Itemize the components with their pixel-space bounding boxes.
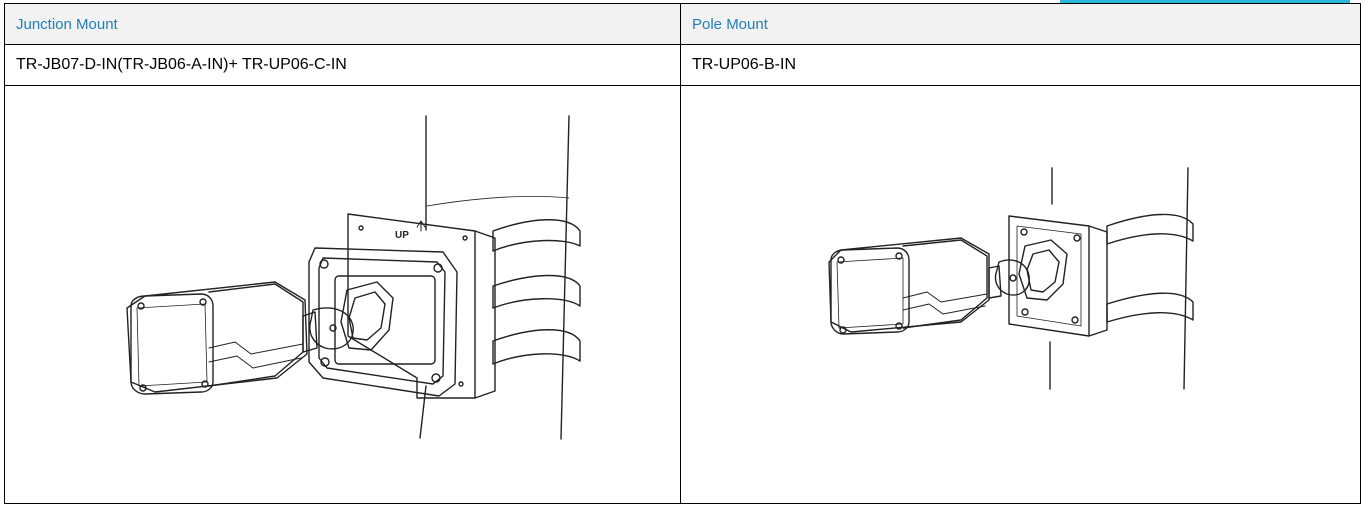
model-junction-mount: TR-JB07-D-IN(TR-JB06-A-IN)+ TR-UP06-C-IN <box>16 56 347 73</box>
model-cell-junction: TR-JB07-D-IN(TR-JB06-A-IN)+ TR-UP06-C-IN <box>4 44 681 86</box>
model-cell-pole: TR-UP06-B-IN <box>680 44 1361 86</box>
header-cell-pole: Pole Mount <box>680 3 1361 45</box>
mount-table: Junction Mount Pole Mount TR-JB07-D-IN(T… <box>4 3 1361 504</box>
up-label: UP <box>395 230 409 241</box>
junction-mount-illustration: UP <box>126 115 581 440</box>
header-row: Junction Mount Pole Mount <box>4 3 1361 45</box>
pole-mount-illustration <box>828 167 1194 390</box>
header-cell-junction: Junction Mount <box>4 3 681 45</box>
illustration-cell-pole <box>680 85 1361 504</box>
illustration-row: UP <box>4 85 1361 504</box>
header-junction-mount: Junction Mount <box>16 15 118 33</box>
header-pole-mount: Pole Mount <box>692 15 768 33</box>
illustration-cell-junction: UP <box>4 85 681 504</box>
top-accent-bar <box>1060 0 1350 3</box>
model-row: TR-JB07-D-IN(TR-JB06-A-IN)+ TR-UP06-C-IN… <box>4 44 1361 86</box>
model-pole-mount: TR-UP06-B-IN <box>692 56 797 73</box>
